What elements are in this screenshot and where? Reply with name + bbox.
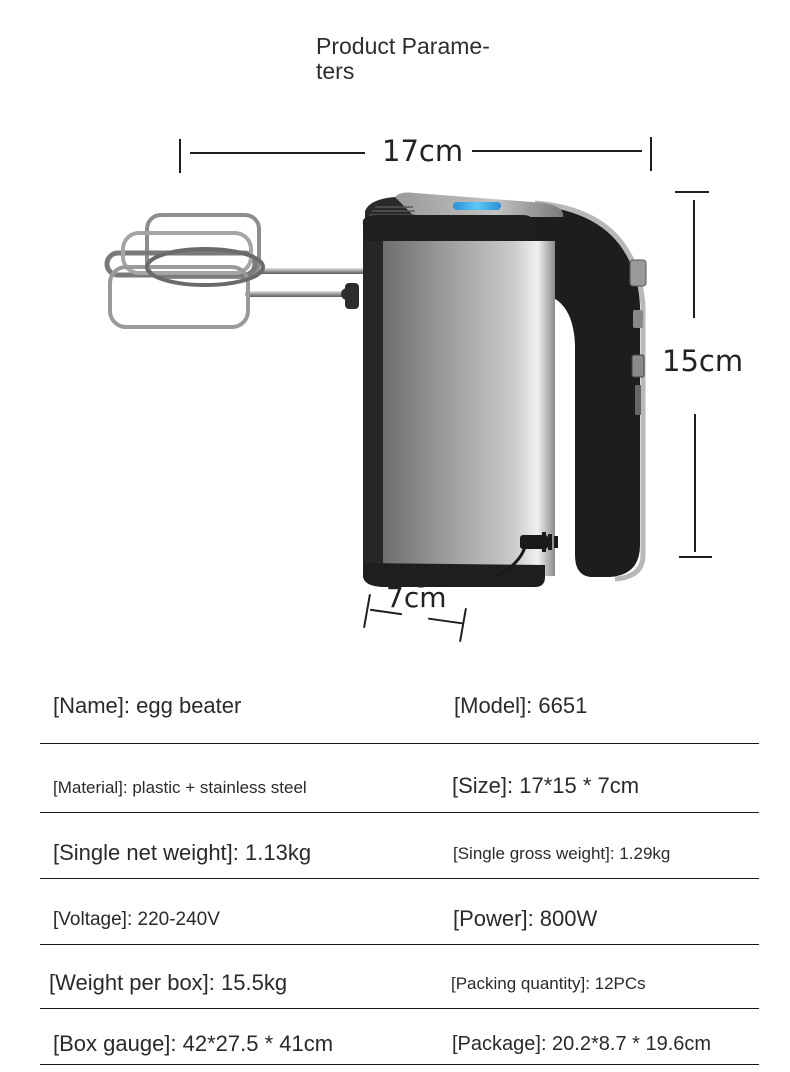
width-tick-left [179, 139, 181, 173]
height-line-top [693, 200, 695, 318]
page-title-line-2: ters [316, 58, 355, 84]
spec-name: [Name]: egg beater [53, 693, 242, 718]
spec-row: [Box gauge]: 42*27.5 * 41cm [Package]: 2… [40, 1009, 759, 1065]
spec-single-net-weight: [Single net weight]: 1.13kg [53, 840, 312, 865]
spec-voltage: [Voltage]: 220-240V [53, 909, 220, 930]
depth-tick-right [459, 608, 467, 642]
spec-box-gauge: [Box gauge]: 42*27.5 * 41cm [53, 1031, 334, 1056]
height-tick-top [675, 191, 709, 193]
spec-packing-quantity: [Packing quantity]: 12PCs [451, 974, 646, 993]
spec-row: [Name]: egg beater [Model]: 6651 [40, 672, 759, 744]
spec-row: [Material]: plastic + stainless steel [S… [40, 744, 759, 813]
width-line-right [472, 150, 642, 152]
spec-model: [Model]: 6651 [454, 693, 588, 718]
spec-single-gross-weight: [Single gross weight]: 1.29kg [453, 844, 671, 863]
width-line-left [190, 152, 365, 154]
page-title-line-1: Product Parame- [316, 33, 490, 59]
spec-size: [Size]: 17*15 * 7cm [452, 773, 640, 798]
product-image [95, 185, 665, 595]
spec-package: [Package]: 20.2*8.7 * 19.6cm [452, 1033, 712, 1055]
height-label: 15cm [662, 344, 744, 378]
width-label: 17cm [382, 134, 464, 168]
height-tick-bottom [679, 556, 712, 558]
hand-mixer-icon [104, 192, 647, 588]
spec-power: [Power]: 800W [453, 906, 598, 931]
width-tick-right [650, 137, 652, 171]
page-title: Product Parame- ters [316, 34, 526, 84]
spec-row: [Single net weight]: 1.13kg [Single gros… [40, 813, 759, 879]
spec-row: [Voltage]: 220-240V [Power]: 800W [40, 879, 759, 945]
spec-weight-per-box: [Weight per box]: 15.5kg [49, 970, 288, 995]
depth-tick-left [363, 594, 371, 628]
spec-material: [Material]: plastic + stainless steel [53, 778, 307, 797]
height-line-bottom [694, 414, 696, 552]
depth-line-right [428, 617, 463, 625]
spec-row: [Weight per box]: 15.5kg [Packing quanti… [40, 945, 759, 1009]
specs-table: [Name]: egg beater [Model]: 6651 [Materi… [40, 672, 759, 1065]
power-indicator-light [453, 202, 501, 210]
